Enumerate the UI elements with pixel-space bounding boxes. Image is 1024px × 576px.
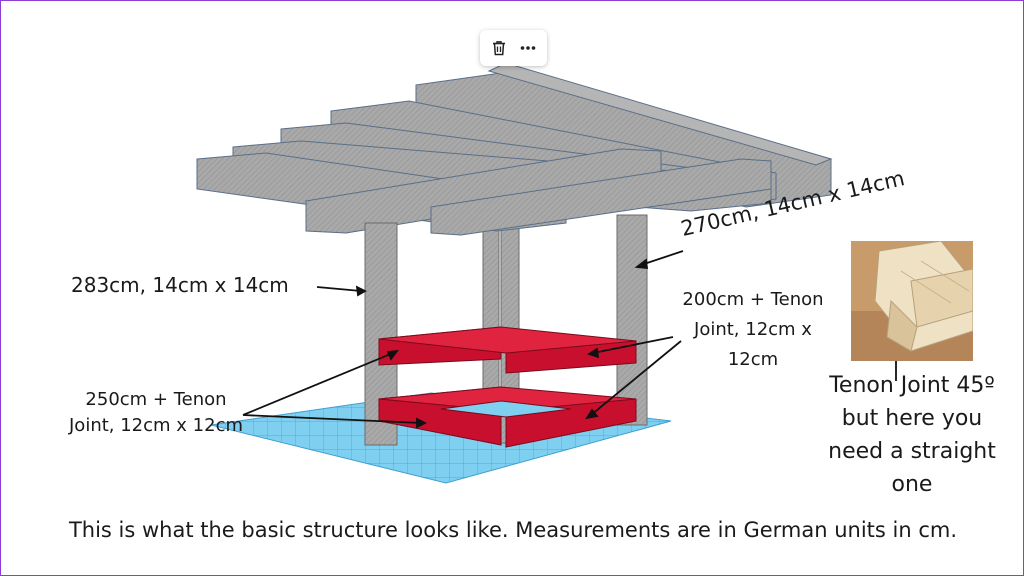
- cross-beam-back: [430, 158, 772, 236]
- tenon-line-1: Tenon Joint 45º: [829, 373, 995, 398]
- lower-rails-line-1: 250cm + Tenon: [85, 389, 227, 410]
- delete-button[interactable]: [486, 35, 512, 61]
- upper-rails-line-3: 12cm: [727, 349, 779, 370]
- trash-icon: [492, 41, 505, 56]
- tenon-line-4: one: [891, 472, 933, 497]
- upper-rail-top: [378, 326, 637, 354]
- more-horizontal-icon: [520, 46, 536, 50]
- arrow-upper-1: [592, 336, 674, 354]
- upper-rails-line-1: 200cm + Tenon: [682, 289, 824, 310]
- lower-rails-line-2: Joint, 12cm x 12cm: [69, 415, 243, 436]
- arrow-lower-2: [242, 414, 422, 424]
- upper-rails-line-2: Joint, 12cm x: [694, 319, 812, 340]
- post-front-right: [616, 214, 648, 426]
- upper-rails-dimension-label: 200cm + Tenon Joint, 12cm x 12cm: [661, 285, 845, 375]
- arrow-beams: [640, 250, 684, 266]
- arrow-posts: [316, 286, 362, 292]
- element-toolbar: [480, 30, 547, 66]
- tenon-joint-photo: [851, 241, 973, 361]
- arrow-lower-1: [242, 352, 394, 416]
- arrow-upper-2: [590, 340, 682, 416]
- tenon-joint-image: [851, 241, 973, 361]
- more-options-button[interactable]: [515, 35, 541, 61]
- tenon-line-3: need a straight: [828, 439, 996, 464]
- lower-rails-dimension-label: 250cm + Tenon Joint, 12cm x 12cm: [41, 387, 271, 439]
- tenon-line-2: but here you: [841, 406, 983, 431]
- tenon-joint-note: Tenon Joint 45º but here you need a stra…: [809, 369, 1015, 501]
- lower-rail-opening: [440, 400, 572, 418]
- slide-caption: This is what the basic structure looks l…: [68, 518, 958, 542]
- posts-dimension-label: 283cm, 14cm x 14cm: [71, 273, 289, 297]
